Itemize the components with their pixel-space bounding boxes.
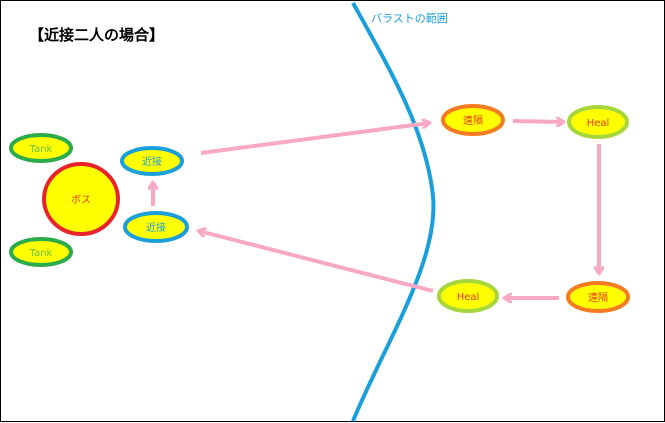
melee-bottom-node [123, 211, 189, 243]
melee-top-node [120, 146, 184, 176]
heal-bottom-label: Heal [457, 292, 480, 303]
melee-bottom-label: 近接 [146, 221, 166, 234]
ranged-bottom-node [566, 281, 630, 313]
tank-top-node [9, 133, 73, 163]
tank-top-label: Tank [29, 144, 53, 155]
ranged-top-label: 遠隔 [463, 114, 483, 127]
heal-top-label: Heal [587, 118, 610, 129]
melee-top-label: 近接 [142, 155, 162, 168]
diagram-title: 【近接二人の場合】 [29, 26, 165, 44]
tank-bottom-node [9, 237, 73, 267]
arrow-heal-to-melee [199, 231, 434, 293]
ballast-range-label: バラストの範囲 [371, 12, 448, 25]
boss-node [42, 162, 120, 236]
arrow-ranged-to-heal [512, 121, 563, 122]
ballast-boundary-line [351, 2, 436, 422]
heal-bottom-node [437, 279, 499, 313]
ranged-top-node [441, 104, 505, 136]
heal-top-node [567, 105, 629, 139]
arrow-melee-to-ranged [200, 123, 429, 155]
tank-bottom-label: Tank [29, 248, 53, 259]
boss-label: ボス [71, 194, 91, 206]
ranged-bottom-label: 遠隔 [588, 291, 608, 304]
